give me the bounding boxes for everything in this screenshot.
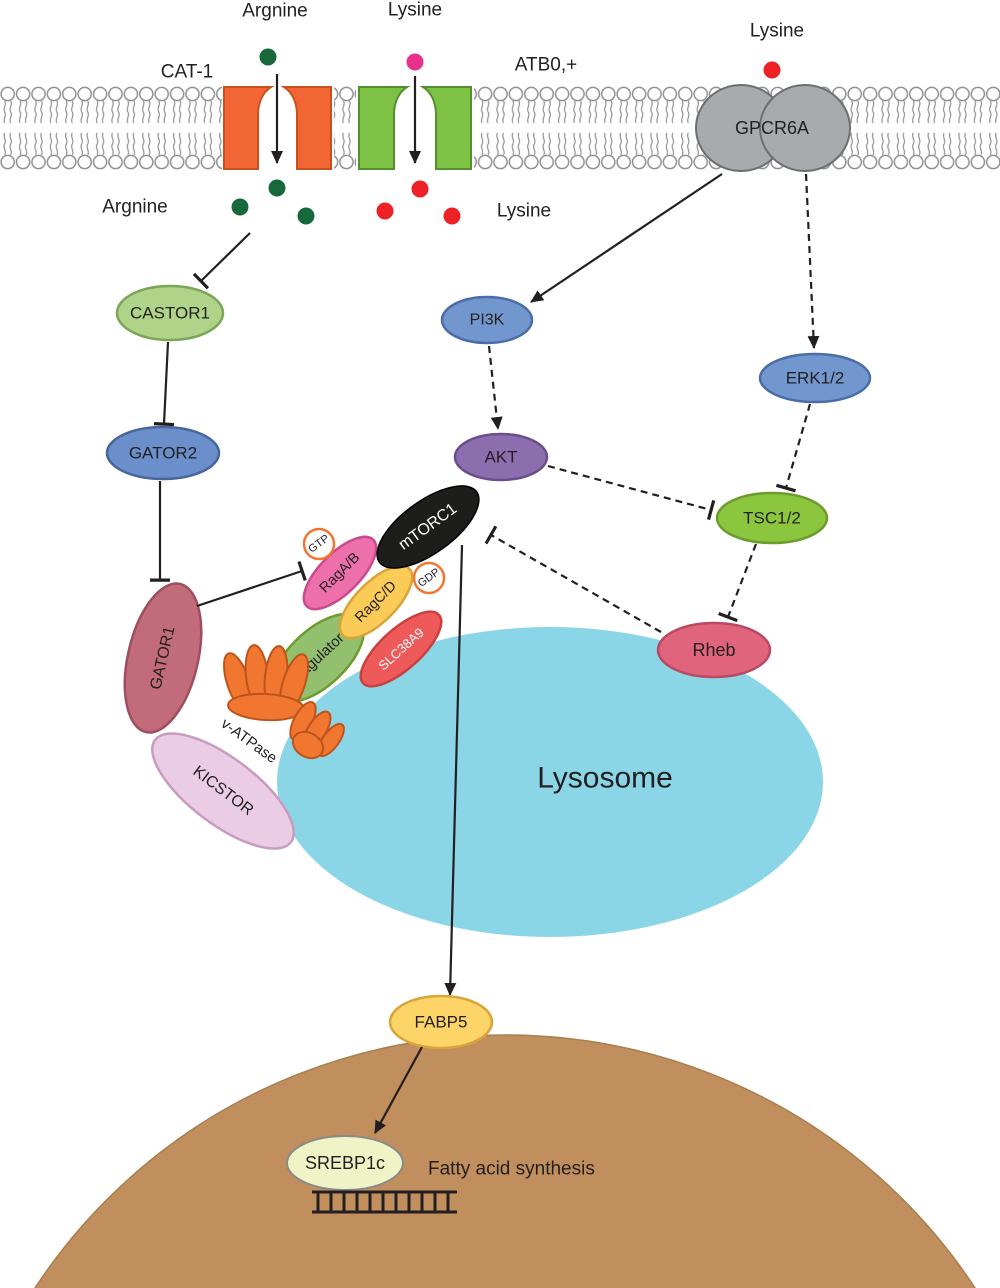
erk12-node <box>758 352 872 404</box>
lysine-dot <box>411 180 429 198</box>
cat1-transporter-left <box>223 86 275 170</box>
arrow-gpcr6a-to-pi3k <box>530 173 723 303</box>
pi3k-label: PI3K <box>470 312 505 329</box>
v-atpase-complex <box>223 644 345 760</box>
cat1-transporter-right <box>280 86 332 170</box>
inhibition-arginine-to-castor1 <box>192 232 251 290</box>
tsc12-node <box>715 491 829 545</box>
gpcr6a-receptor-right-lobe <box>759 84 851 172</box>
inhibition-tsc12-to-rheb <box>718 543 758 623</box>
gator2-node <box>105 425 221 481</box>
rheb-label: Rheb <box>692 640 735 660</box>
nucleus <box>34 1034 976 1288</box>
fabp5-label: FABP5 <box>415 1013 468 1032</box>
castor1-node <box>115 284 225 342</box>
kicstor-node <box>151 732 295 850</box>
lysine-dot <box>443 207 461 225</box>
lysine-top-label: Lysine <box>388 0 442 21</box>
srebp1c-label: SREBP1c <box>305 1153 385 1173</box>
lysine-dot <box>376 202 394 220</box>
gdp-badge <box>412 561 446 595</box>
arrow-pi3k-to-akt <box>487 345 503 430</box>
atb-label: ATB0,+ <box>515 55 577 76</box>
inhibition-gator1-to-rag <box>196 560 307 608</box>
erk12-label: ERK1/2 <box>786 369 845 388</box>
fatty-acid-synthesis-label: Fatty acid synthesis <box>428 1159 595 1180</box>
lysosome-label: Lysosome <box>537 762 673 795</box>
mtorc1-node <box>376 485 480 569</box>
gpcr6a-label: GPCR6A <box>735 118 809 138</box>
lysine-gpcr-label: Lysine <box>750 21 804 42</box>
gator1-node <box>123 582 203 734</box>
srebp1c-node <box>286 1135 404 1191</box>
arginine-dot <box>297 207 315 225</box>
arrow-fabp5-to-srebp1c <box>374 1046 423 1134</box>
akt-node <box>453 432 549 482</box>
arrow-gpcr6a-to-erk <box>804 173 820 349</box>
inhibition-erk-to-tsc12 <box>775 403 812 493</box>
inhibition-rheb-to-mtorc1 <box>484 525 662 633</box>
arginine-dot <box>268 179 286 197</box>
ragcd-node <box>338 564 414 640</box>
lysine-dot <box>763 61 781 79</box>
arginine-dot <box>231 198 249 216</box>
atb-transporter-left <box>358 86 411 170</box>
gator2-label: GATOR2 <box>129 444 197 463</box>
inhibition-akt-to-tsc12 <box>547 464 716 521</box>
cat1-label: CAT-1 <box>161 62 213 83</box>
ragab-node <box>302 535 378 611</box>
arginine-top-label: Argnine <box>242 1 308 22</box>
castor1-label: CASTOR1 <box>130 304 210 323</box>
pi3k-node <box>440 295 534 345</box>
gtp-badge <box>302 527 336 561</box>
lysine-dot-magenta <box>406 53 424 71</box>
inhibition-castor1-to-gator2 <box>153 341 175 427</box>
lysine-cyto-label: Lysine <box>497 201 551 222</box>
tsc12-label: TSC1/2 <box>743 509 801 528</box>
arginine-cyto-label: Argnine <box>102 197 168 218</box>
akt-label: AKT <box>484 448 517 467</box>
slc38a9-node <box>359 610 443 688</box>
rheb-node <box>656 621 772 679</box>
dna-ladder-icon <box>312 1190 457 1214</box>
arrow-mtorc1-to-fabp5 <box>444 544 464 996</box>
arginine-dot <box>259 48 277 66</box>
atb-transporter-right <box>419 86 472 170</box>
lysosome <box>277 627 823 937</box>
fabp5-node <box>388 994 494 1050</box>
